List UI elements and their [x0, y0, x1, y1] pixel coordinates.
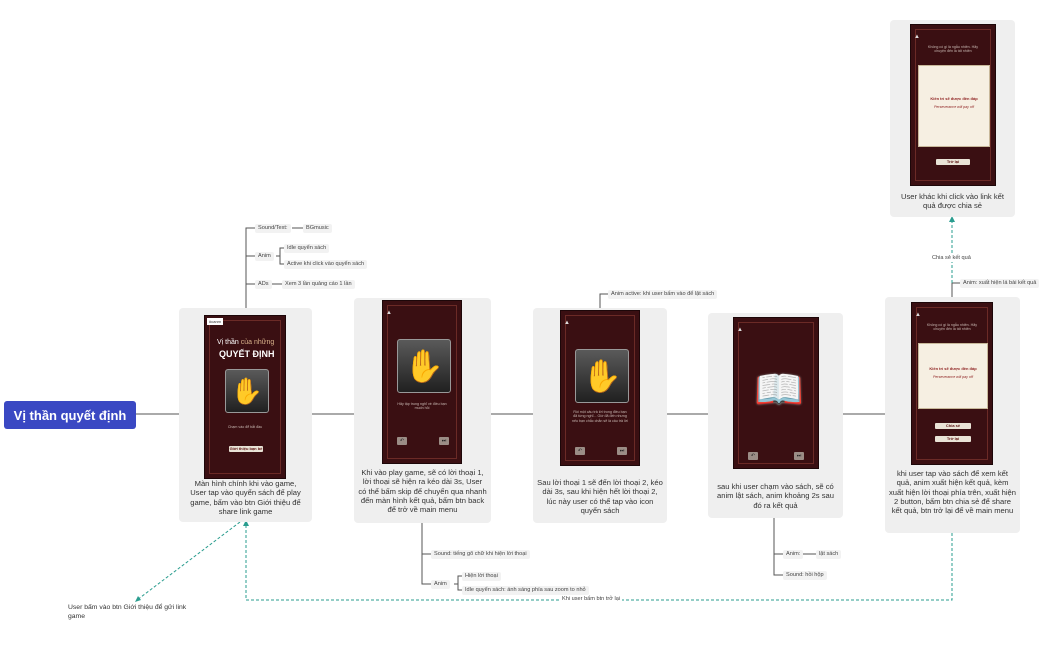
branch-line	[599, 293, 608, 308]
back-button[interactable]: Trở lại	[935, 436, 971, 442]
label-anim: Anim	[255, 252, 274, 261]
start-hint: Chạm vào để bắt đầu	[227, 425, 263, 429]
arrow-head	[135, 596, 141, 602]
skip-icon[interactable]: ⏭	[439, 437, 449, 445]
hand-eye-icon[interactable]: ✋	[575, 349, 629, 403]
caption-book: sau khi user chạm vào sách, sẽ có anim l…	[717, 482, 834, 510]
label-anim-3: Anim:	[783, 550, 804, 559]
hand-eye-icon[interactable]: ✋	[397, 339, 451, 393]
caption-shared: User khác khi click vào link kết quả đượ…	[901, 192, 1004, 211]
branch-line	[279, 256, 284, 265]
result-answer: Kiên trì sẽ được đền đáp	[929, 366, 977, 371]
speaker-icon[interactable]: ▲	[915, 312, 921, 318]
speaker-icon[interactable]: ▲	[914, 34, 920, 40]
speaker-icon[interactable]: ▲	[737, 327, 743, 333]
arrow-head	[949, 216, 955, 222]
branch-line	[245, 227, 256, 308]
label-anim-active: Anim active: khi user bấm vào để lật sác…	[608, 290, 718, 299]
phone-book: ▲ 📖 ↶ ⏭	[733, 317, 819, 469]
dashed-invite-line	[136, 521, 241, 601]
back-icon[interactable]: ↶	[575, 447, 585, 455]
screen-dialog2-card[interactable]: ▲ ✋ Rồi một câu trả lời trong điều bạn đ…	[533, 308, 667, 523]
caption-result: khi user tap vào sách để xem kết quả, an…	[889, 469, 1016, 516]
invite-button[interactable]: Giới thiệu bạn bè	[229, 446, 263, 452]
shared-answer: Kiên trì sẽ được đền đáp	[930, 96, 978, 101]
invite-note: User bấm vào btn Giới thiệu để gửi link …	[68, 604, 187, 620]
arrow-head	[243, 520, 249, 526]
branch-line	[773, 518, 784, 576]
dialog-text: Rồi một câu trả lời trong điều bạn đã từ…	[572, 410, 628, 423]
branch-line	[457, 584, 462, 591]
phone-shared: ▲ Không có gì là ngẫu nhiên. Hãy chuyện …	[910, 24, 996, 186]
label-show-dialog: Hiện lời thoại	[462, 572, 501, 581]
label-sound-text: Sound/Text:	[255, 224, 291, 233]
screen-shared-card[interactable]: ▲ Không có gì là ngẫu nhiên. Hãy chuyện …	[890, 20, 1015, 217]
label-sound-suspense: Sound: hồi hộp	[783, 571, 827, 580]
label-anim-result: Anim: xuất hiện lá bài kết quả	[960, 279, 1040, 288]
phone-main: #canm Vị thần của những QUYẾT ĐỊNH ✋ Chạ…	[204, 315, 286, 479]
branch-line	[421, 523, 432, 585]
dialog-text: Hãy tập trung nghĩ về điều bạn muốn hỏi	[397, 402, 447, 411]
screen-play-card[interactable]: ▲ ✋ Hãy tập trung nghĩ về điều bạn muốn …	[354, 298, 491, 523]
label-share-result: Chia sẻ kết quả	[930, 255, 973, 262]
result-top-text: Không có gì là ngẫu nhiên. Hãy chuyện đế…	[926, 323, 978, 332]
back-button[interactable]: Trở lại	[936, 159, 970, 165]
skip-icon[interactable]: ⏭	[617, 447, 627, 455]
open-book-icon[interactable]: 📖	[754, 368, 804, 412]
screen-main-card[interactable]: #canm Vị thần của những QUYẾT ĐỊNH ✋ Chạ…	[179, 308, 312, 522]
caption-dialog2: Sau lời thoại 1 sẽ đến lời thoại 2, kéo …	[537, 478, 663, 515]
shared-top-text: Không có gì là ngẫu nhiên. Hãy chuyện đế…	[927, 45, 979, 54]
dashed-back-line	[245, 522, 953, 601]
shared-answer-en: Perseverance will pay off	[934, 105, 974, 109]
back-icon[interactable]: ↶	[748, 452, 758, 460]
game-title-2: QUYẾT ĐỊNH	[219, 349, 275, 359]
game-title: Vị thần của những	[217, 339, 274, 346]
hand-eye-icon[interactable]: ✋	[225, 369, 269, 413]
phone-result: ▲ Không có gì là ngẫu nhiên. Hãy chuyện …	[911, 302, 993, 465]
speaker-icon[interactable]: ▲	[564, 320, 570, 326]
caption-main: Màn hình chính khi vào game, User tap và…	[190, 479, 301, 516]
phone-play: ▲ ✋ Hãy tập trung nghĩ về điều bạn muốn …	[382, 300, 462, 464]
phone-dialog2: ▲ ✋ Rồi một câu trả lời trong điều bạn đ…	[560, 310, 640, 466]
speaker-icon[interactable]: ▲	[386, 310, 392, 316]
back-icon[interactable]: ↶	[397, 437, 407, 445]
label-idle-book: Idle quyển sách	[284, 244, 330, 253]
label-ads: ADs	[255, 280, 272, 289]
shared-card: Kiên trì sẽ được đền đáp Perseverance wi…	[918, 65, 990, 147]
share-button[interactable]: Chia sẻ	[935, 423, 971, 429]
label-flip-book: lật sách	[816, 550, 842, 559]
label-bgmusic: BGmusic	[303, 224, 332, 233]
tag: #canm	[207, 318, 224, 325]
branch-line	[276, 247, 284, 257]
branch-line	[454, 575, 462, 585]
label-active-book: Active khi click vào quyển sách	[284, 260, 368, 269]
label-sound-typing: Sound: tiếng gõ chữ khi hiện lời thoại	[431, 550, 530, 559]
result-card: Kiên trì sẽ được đền đáp Perseverance wi…	[918, 343, 988, 409]
result-answer-en: Perseverance will pay off	[933, 375, 973, 379]
caption-play: Khi vào play game, sẽ có lời thoại 1, lờ…	[358, 468, 487, 515]
screen-result-card[interactable]: ▲ Không có gì là ngẫu nhiên. Hãy chuyện …	[885, 297, 1020, 533]
skip-icon[interactable]: ⏭	[794, 452, 804, 460]
label-anim-2: Anim	[431, 580, 450, 589]
root-node[interactable]: Vị thần quyết định	[4, 401, 136, 429]
label-idle-glow: Idle quyển sách: ánh sáng phía sau zoom …	[462, 586, 589, 595]
screen-book-card[interactable]: ▲ 📖 ↶ ⏭ sau khi user chạm vào sách, sẽ c…	[708, 313, 843, 518]
title-b: của những	[240, 339, 275, 346]
title-a: Vị thần	[217, 339, 239, 346]
label-ads-note: Xem 3 lần quảng cáo 1 lần	[282, 280, 355, 289]
back-note: Khi user bấm btn trở lại	[560, 596, 623, 603]
